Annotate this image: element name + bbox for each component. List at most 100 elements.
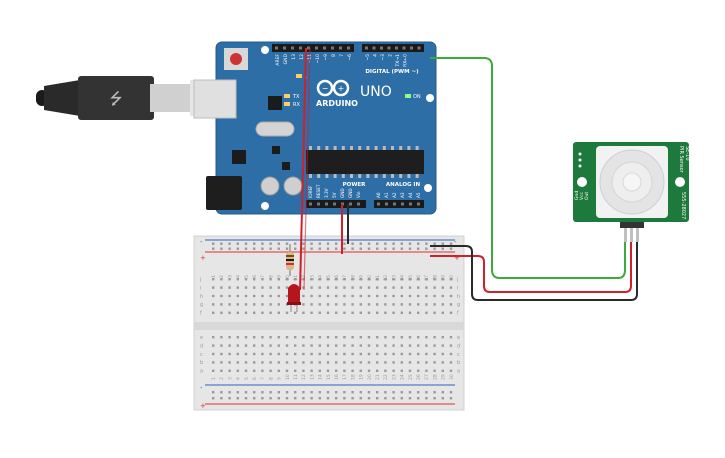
breadboard-hole[interactable] bbox=[335, 361, 338, 364]
rail-hole[interactable] bbox=[376, 247, 379, 250]
breadboard-hole[interactable] bbox=[359, 352, 362, 356]
breadboard-hole[interactable] bbox=[433, 311, 436, 314]
rail-hole[interactable] bbox=[269, 247, 272, 250]
rail-hole[interactable] bbox=[285, 391, 289, 394]
breadboard-hole[interactable] bbox=[253, 303, 256, 306]
rail-hole[interactable] bbox=[425, 242, 428, 245]
breadboard-hole[interactable] bbox=[351, 294, 354, 298]
breadboard-hole[interactable] bbox=[351, 286, 354, 289]
rail-hole[interactable] bbox=[343, 397, 346, 400]
breadboard-hole[interactable] bbox=[359, 336, 362, 339]
rail-hole[interactable] bbox=[220, 391, 223, 394]
rail-hole[interactable] bbox=[212, 242, 215, 245]
breadboard-hole[interactable] bbox=[212, 361, 215, 364]
rail-hole[interactable] bbox=[244, 397, 248, 400]
breadboard-hole[interactable] bbox=[253, 352, 256, 356]
breadboard-hole[interactable] bbox=[417, 336, 420, 339]
rail-hole[interactable] bbox=[433, 242, 436, 245]
breadboard-hole[interactable] bbox=[449, 336, 453, 339]
breadboard-hole[interactable] bbox=[302, 369, 305, 372]
header-pin[interactable] bbox=[291, 46, 294, 50]
header-pin[interactable] bbox=[417, 202, 420, 206]
breadboard-hole[interactable] bbox=[392, 294, 395, 298]
rail-hole[interactable] bbox=[277, 242, 280, 245]
breadboard-hole[interactable] bbox=[441, 303, 444, 306]
digital-header-right[interactable] bbox=[362, 44, 424, 52]
header-pin[interactable] bbox=[275, 46, 278, 50]
breadboard-hole[interactable] bbox=[343, 352, 346, 356]
breadboard-hole[interactable] bbox=[343, 311, 346, 314]
rail-hole[interactable] bbox=[441, 391, 444, 394]
breadboard-hole[interactable] bbox=[285, 352, 289, 356]
rail-hole[interactable] bbox=[326, 397, 330, 400]
breadboard-hole[interactable] bbox=[392, 278, 395, 281]
breadboard-hole[interactable] bbox=[326, 361, 330, 364]
breadboard-hole[interactable] bbox=[253, 369, 256, 372]
breadboard-hole[interactable] bbox=[318, 352, 321, 356]
breadboard-hole[interactable] bbox=[220, 352, 223, 356]
rail-hole[interactable] bbox=[408, 242, 412, 245]
breadboard-hole[interactable] bbox=[269, 344, 272, 347]
breadboard-hole[interactable] bbox=[318, 361, 321, 364]
breadboard-hole[interactable] bbox=[433, 344, 436, 347]
rail-hole[interactable] bbox=[384, 391, 387, 394]
header-pin[interactable] bbox=[380, 46, 383, 50]
breadboard-hole[interactable] bbox=[384, 344, 387, 347]
rail-hole[interactable] bbox=[417, 242, 420, 245]
rail-hole[interactable] bbox=[408, 397, 412, 400]
breadboard-hole[interactable] bbox=[220, 311, 223, 314]
breadboard-hole[interactable] bbox=[335, 286, 338, 289]
breadboard-hole[interactable] bbox=[335, 303, 338, 306]
breadboard-hole[interactable] bbox=[228, 311, 231, 314]
breadboard-hole[interactable] bbox=[253, 311, 256, 314]
breadboard-hole[interactable] bbox=[310, 336, 313, 339]
breadboard-hole[interactable] bbox=[253, 361, 256, 364]
breadboard-hole[interactable] bbox=[376, 336, 379, 339]
breadboard-hole[interactable] bbox=[441, 311, 444, 314]
breadboard-hole[interactable] bbox=[236, 286, 239, 289]
breadboard-hole[interactable] bbox=[335, 311, 338, 314]
breadboard-hole[interactable] bbox=[310, 286, 313, 289]
breadboard-hole[interactable] bbox=[261, 352, 264, 356]
rail-hole[interactable] bbox=[433, 397, 436, 400]
breadboard-hole[interactable] bbox=[244, 286, 248, 289]
breadboard-hole[interactable] bbox=[212, 369, 215, 372]
rail-hole[interactable] bbox=[310, 242, 313, 245]
breadboard-hole[interactable] bbox=[310, 369, 313, 372]
rail-hole[interactable] bbox=[400, 242, 403, 245]
breadboard-hole[interactable] bbox=[425, 361, 428, 364]
breadboard-hole[interactable] bbox=[220, 369, 223, 372]
wire-gnd-black[interactable] bbox=[430, 242, 638, 301]
breadboard-hole[interactable] bbox=[277, 344, 280, 347]
breadboard-hole[interactable] bbox=[261, 294, 264, 298]
breadboard-hole[interactable] bbox=[220, 303, 223, 306]
breadboard-hole[interactable] bbox=[253, 278, 256, 281]
breadboard-hole[interactable] bbox=[326, 278, 330, 281]
header-pin[interactable] bbox=[309, 202, 312, 206]
rail-hole[interactable] bbox=[326, 247, 330, 250]
breadboard-hole[interactable] bbox=[244, 369, 248, 372]
rail-hole[interactable] bbox=[359, 242, 362, 245]
breadboard-hole[interactable] bbox=[392, 352, 395, 356]
breadboard-hole[interactable] bbox=[277, 311, 280, 314]
rail-hole[interactable] bbox=[343, 242, 346, 245]
breadboard-hole[interactable] bbox=[228, 361, 231, 364]
rail-hole[interactable] bbox=[392, 242, 395, 245]
rail-hole[interactable] bbox=[376, 242, 379, 245]
breadboard-hole[interactable] bbox=[228, 344, 231, 347]
breadboard-hole[interactable] bbox=[335, 336, 338, 339]
reset-button[interactable] bbox=[224, 48, 248, 70]
header-pin[interactable] bbox=[387, 46, 391, 50]
breadboard-hole[interactable] bbox=[392, 311, 395, 314]
header-pin[interactable] bbox=[393, 202, 396, 206]
breadboard-hole[interactable] bbox=[269, 369, 272, 372]
rail-hole[interactable] bbox=[253, 391, 256, 394]
rail-hole[interactable] bbox=[408, 247, 412, 250]
breadboard-hole[interactable] bbox=[326, 369, 330, 372]
breadboard-hole[interactable] bbox=[351, 344, 354, 347]
breadboard-hole[interactable] bbox=[244, 278, 248, 281]
rail-hole[interactable] bbox=[294, 242, 297, 245]
rail-hole[interactable] bbox=[318, 397, 321, 400]
breadboard-hole[interactable] bbox=[359, 311, 362, 314]
breadboard-hole[interactable] bbox=[212, 303, 215, 306]
